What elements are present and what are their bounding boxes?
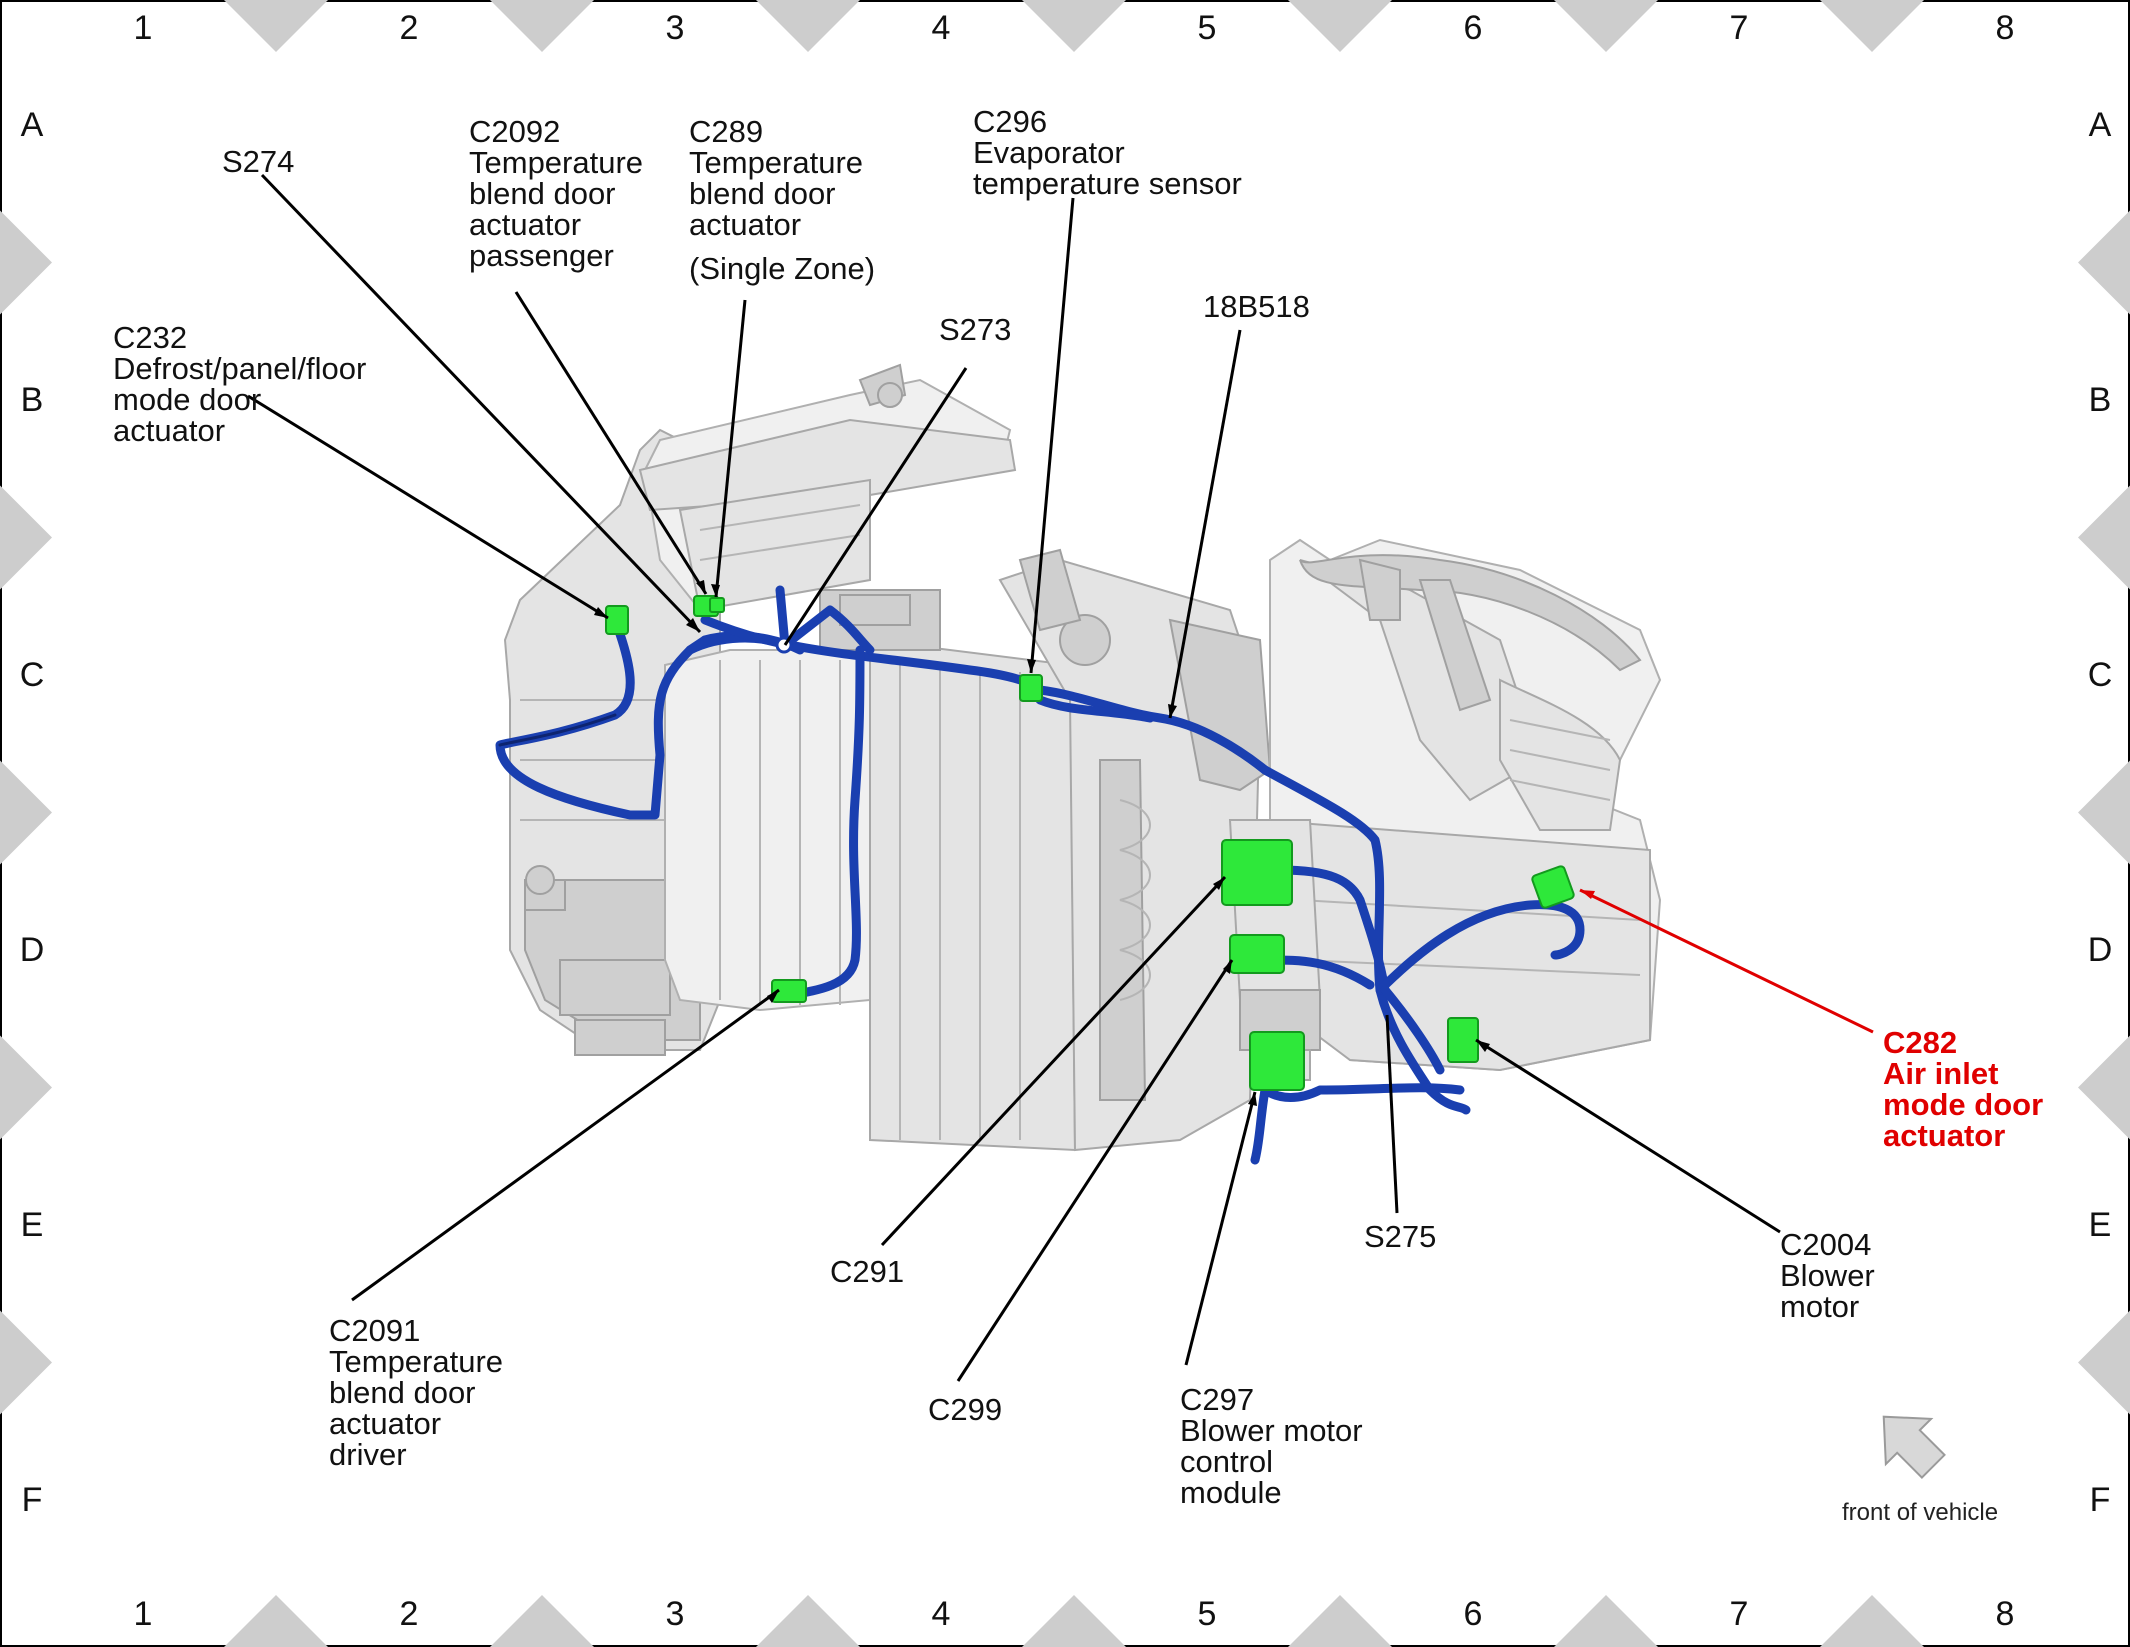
- grid-column-label-bottom: 4: [932, 1595, 951, 1633]
- label-18b518: 18B518: [1203, 289, 1310, 324]
- grid-column-label-bottom: 8: [1996, 1595, 2015, 1633]
- label-c299: C299: [928, 1392, 1002, 1427]
- grid-marker-right: [2078, 485, 2130, 590]
- grid-column-label-bottom: 1: [134, 1595, 153, 1633]
- grid-row-label-left: F: [22, 1481, 43, 1519]
- grid-marker-bottom: [1022, 1595, 1126, 1647]
- grid-row-label-left: C: [20, 656, 45, 694]
- grid-column-label-bottom: 3: [666, 1595, 685, 1633]
- grid-marker-left: [0, 1310, 52, 1415]
- grid-marker-bottom: [1820, 1595, 1924, 1647]
- grid-marker-left: [0, 210, 52, 315]
- grid-marker-top: [490, 0, 594, 52]
- connector-c296: [1019, 674, 1043, 702]
- connector-c2091: [771, 979, 807, 1003]
- grid-marker-left: [0, 485, 52, 590]
- connector-c282: [1531, 865, 1575, 909]
- label-c232: C232 Defrost/panel/floor mode door actua…: [113, 320, 375, 448]
- grid-row-label-left: E: [21, 1206, 44, 1244]
- label-c289: C289 Temperature blend door actuator: [689, 114, 872, 242]
- grid-column-label-top: 2: [400, 9, 419, 47]
- grid-column-label-top: 7: [1730, 9, 1749, 47]
- label-s273: S273: [939, 312, 1011, 347]
- grid-column-label-bottom: 6: [1464, 1595, 1483, 1633]
- grid-column-label-bottom: 7: [1730, 1595, 1749, 1633]
- connectors: [605, 595, 1575, 1091]
- grid-marker-top: [1554, 0, 1658, 52]
- grid-marker-bottom: [1554, 1595, 1658, 1647]
- grid-row-label-left: B: [21, 381, 44, 419]
- grid-marker-left: [0, 760, 52, 865]
- connector-c291: [1221, 839, 1293, 906]
- grid-marker-bottom: [756, 1595, 860, 1647]
- grid-marker-left: [0, 1035, 52, 1140]
- grid-marker-bottom: [490, 1595, 594, 1647]
- label-s275: S275: [1364, 1219, 1436, 1254]
- label-c296: C296 Evaporator temperature sensor: [973, 104, 1242, 201]
- grid-row-label-left: D: [20, 931, 45, 969]
- label-c2004: C2004 Blower motor: [1780, 1227, 1883, 1324]
- hvac-housing: [503, 363, 1662, 1152]
- grid-marker-bottom: [1288, 1595, 1392, 1647]
- grid-marker-right: [2078, 210, 2130, 315]
- component-labels: S274 C2092 Temperature blend door actuat…: [113, 104, 2052, 1510]
- grid-row-label-left: A: [21, 106, 44, 144]
- label-c282: C282 Air inlet mode door actuator: [1883, 1025, 2052, 1153]
- front-arrow-icon: [1882, 1415, 1946, 1479]
- label-c289-note: (Single Zone): [689, 251, 875, 286]
- grid-marker-right: [2078, 1310, 2130, 1415]
- grid-row-label-right: F: [2090, 1481, 2111, 1519]
- front-of-vehicle-label: front of vehicle: [1842, 1499, 1998, 1526]
- label-c297: C297 Blower motor control module: [1180, 1382, 1371, 1510]
- grid-marker-top: [1288, 0, 1392, 52]
- grid-marker-top: [224, 0, 328, 52]
- grid-row-label-right: A: [2089, 106, 2112, 144]
- grid-column-label-top: 4: [932, 9, 951, 47]
- grid-row-label-right: B: [2089, 381, 2112, 419]
- connector-c232: [605, 605, 629, 635]
- grid-column-label-bottom: 5: [1198, 1595, 1217, 1633]
- grid-marker-top: [1820, 0, 1924, 52]
- grid-column-label-top: 1: [134, 9, 153, 47]
- grid-row-label-right: C: [2088, 656, 2113, 694]
- grid-row-label-right: D: [2088, 931, 2113, 969]
- grid-marker-top: [1022, 0, 1126, 52]
- label-c2092: C2092 Temperature blend door actuator pa…: [469, 114, 652, 273]
- grid-marker-bottom: [224, 1595, 328, 1647]
- leader-lines: [247, 173, 1874, 1382]
- grid-marker-top: [756, 0, 860, 52]
- grid-column-label-top: 8: [1996, 9, 2015, 47]
- connector-c289: [709, 597, 725, 613]
- label-s274: S274: [222, 144, 294, 179]
- grid-column-label-top: 6: [1464, 9, 1483, 47]
- label-c291: C291: [830, 1254, 904, 1289]
- leader-arrowheads: [594, 580, 1595, 1106]
- grid-marker-right: [2078, 760, 2130, 865]
- grid-column-label-top: 5: [1198, 9, 1217, 47]
- grid-marker-right: [2078, 1035, 2130, 1140]
- connector-c2004: [1447, 1017, 1479, 1063]
- grid-column-label-top: 3: [666, 9, 685, 47]
- connector-c299: [1229, 934, 1285, 974]
- grid-column-label-bottom: 2: [400, 1595, 419, 1633]
- front-of-vehicle-indicator: front of vehicle: [1842, 1415, 1998, 1526]
- grid-row-label-right: E: [2089, 1206, 2112, 1244]
- label-c2091: C2091 Temperature blend door actuator dr…: [329, 1313, 512, 1472]
- connector-c297: [1249, 1031, 1305, 1091]
